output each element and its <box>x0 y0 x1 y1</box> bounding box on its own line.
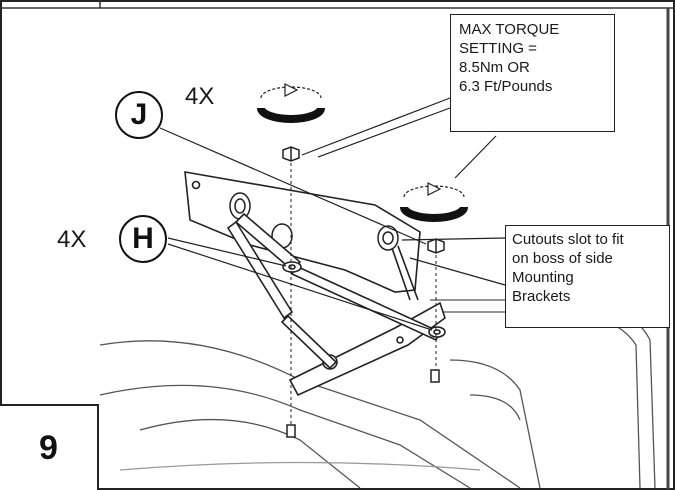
leader-lines <box>159 97 506 331</box>
part-j-letter: J <box>130 98 148 131</box>
part-j-badge: J <box>115 91 163 139</box>
part-h-badge: H <box>119 215 167 263</box>
torque-callout: MAX TORQUE SETTING = 8.5Nm OR 6.3 Ft/Pou… <box>450 14 615 132</box>
step-number: 9 <box>39 428 58 467</box>
torque-line-1: MAX TORQUE <box>459 21 560 38</box>
cutouts-line-3: Mounting <box>512 269 574 286</box>
washer-icon <box>282 261 446 338</box>
torque-line-4: 6.3 Ft/Pounds <box>459 78 553 95</box>
step-number-box: 9 <box>0 404 99 490</box>
bolt <box>286 369 440 438</box>
cutouts-line-2: on boss of side <box>512 250 613 267</box>
clockwise-rotation-arrow-icon <box>257 83 325 123</box>
alignment-lines <box>290 163 437 425</box>
part-h-letter: H <box>132 222 154 255</box>
cutouts-callout: Cutouts slot to fit on boss of side Moun… <box>505 225 670 328</box>
torque-line-2: SETTING = <box>459 40 537 57</box>
hex-nut-icon <box>282 146 445 254</box>
part-h-quantity: 4X <box>57 226 87 253</box>
part-j-quantity: 4X <box>185 83 215 110</box>
pivot-right <box>377 225 399 251</box>
torque-line-3: 8.5Nm OR <box>459 59 530 76</box>
cutouts-line-4: Brackets <box>512 288 571 305</box>
clockwise-rotation-arrow-icon <box>400 182 468 222</box>
cutouts-line-1: Cutouts slot to fit <box>512 231 624 248</box>
